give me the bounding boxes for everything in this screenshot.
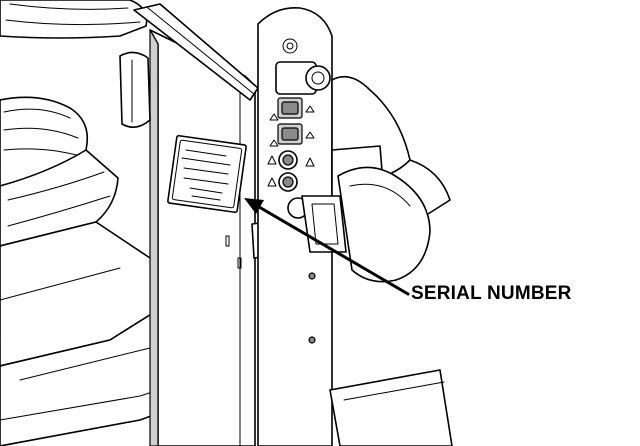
arm-bracket-drawing (119, 3, 259, 128)
serial-panel-drawing (149, 29, 271, 446)
serial-number-label: SERIAL NUMBER (411, 283, 572, 304)
seat-cushion-drawing (0, 96, 119, 247)
serial-number-leader-arrow (244, 198, 410, 296)
seat-back-drawing (0, 0, 148, 39)
